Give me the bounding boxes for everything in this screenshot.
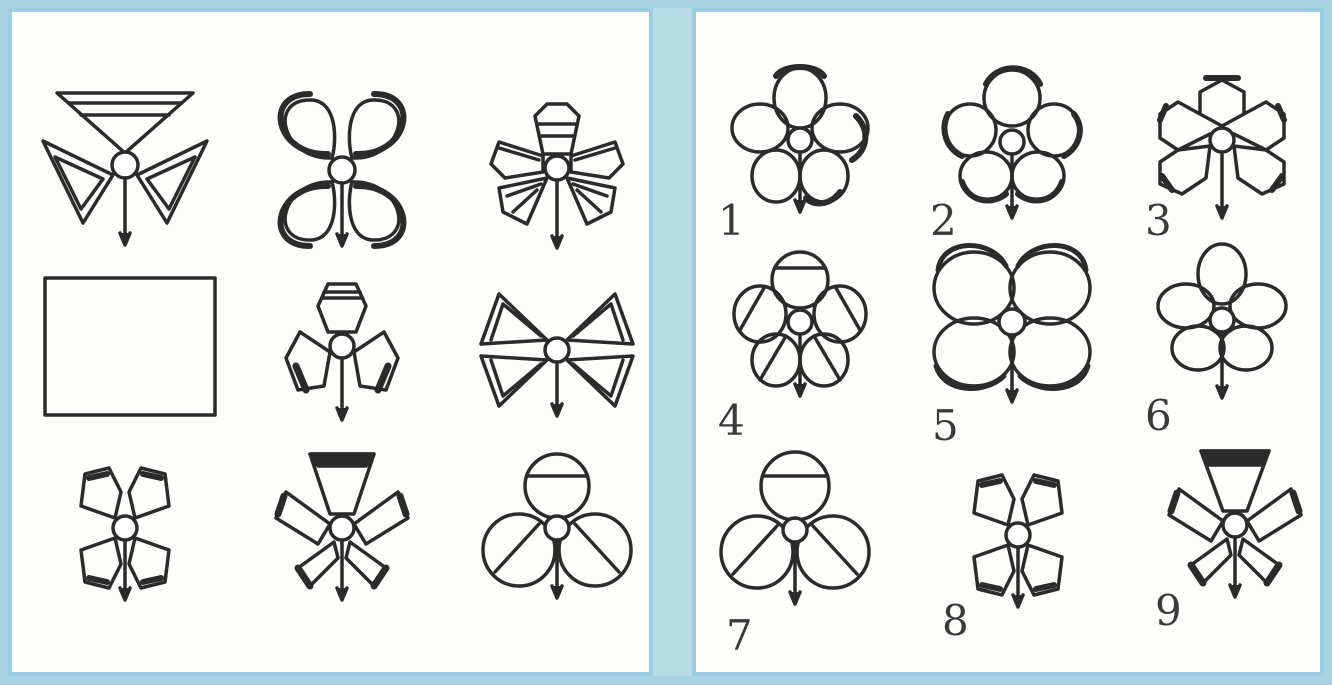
option-8-flower-icon[interactable] [974,475,1062,607]
option-7-flower-icon[interactable] [721,452,869,604]
option-9-number: 9 [1155,590,1182,632]
option-2-number: 2 [930,200,957,242]
flower-four-hexagon-petals-icon [81,468,169,600]
option-9-flower-icon[interactable] [1169,451,1301,597]
flower-four-triangle-bowtie-icon [481,294,633,416]
option-2-flower-icon[interactable] [944,68,1080,218]
option-4-number: 4 [718,400,745,442]
flower-triangle-petals-icon [43,93,207,245]
option-1-flower-icon[interactable] [732,67,868,212]
option-6-flower-icon[interactable] [1158,244,1286,398]
option-6-number: 6 [1145,395,1172,437]
option-5-number: 5 [932,405,959,447]
flower-five-hexagon-petals-icon [491,104,623,248]
flower-three-trapezoid-petals-icon [276,454,408,600]
option-4-flower-icon[interactable] [734,252,866,396]
flower-three-round-split-petals-icon [483,454,631,598]
flower-four-round-petals-icon [281,94,404,246]
option-1-number: 1 [718,200,745,242]
option-7-number: 7 [726,615,753,657]
option-8-number: 8 [942,600,969,642]
blank-rectangle-missing-icon [45,278,215,415]
option-3-number: 3 [1145,200,1172,242]
option-5-flower-icon[interactable] [934,245,1090,402]
flower-three-hexagon-petals-icon [286,284,398,420]
option-3-flower-icon[interactable] [1160,78,1284,218]
